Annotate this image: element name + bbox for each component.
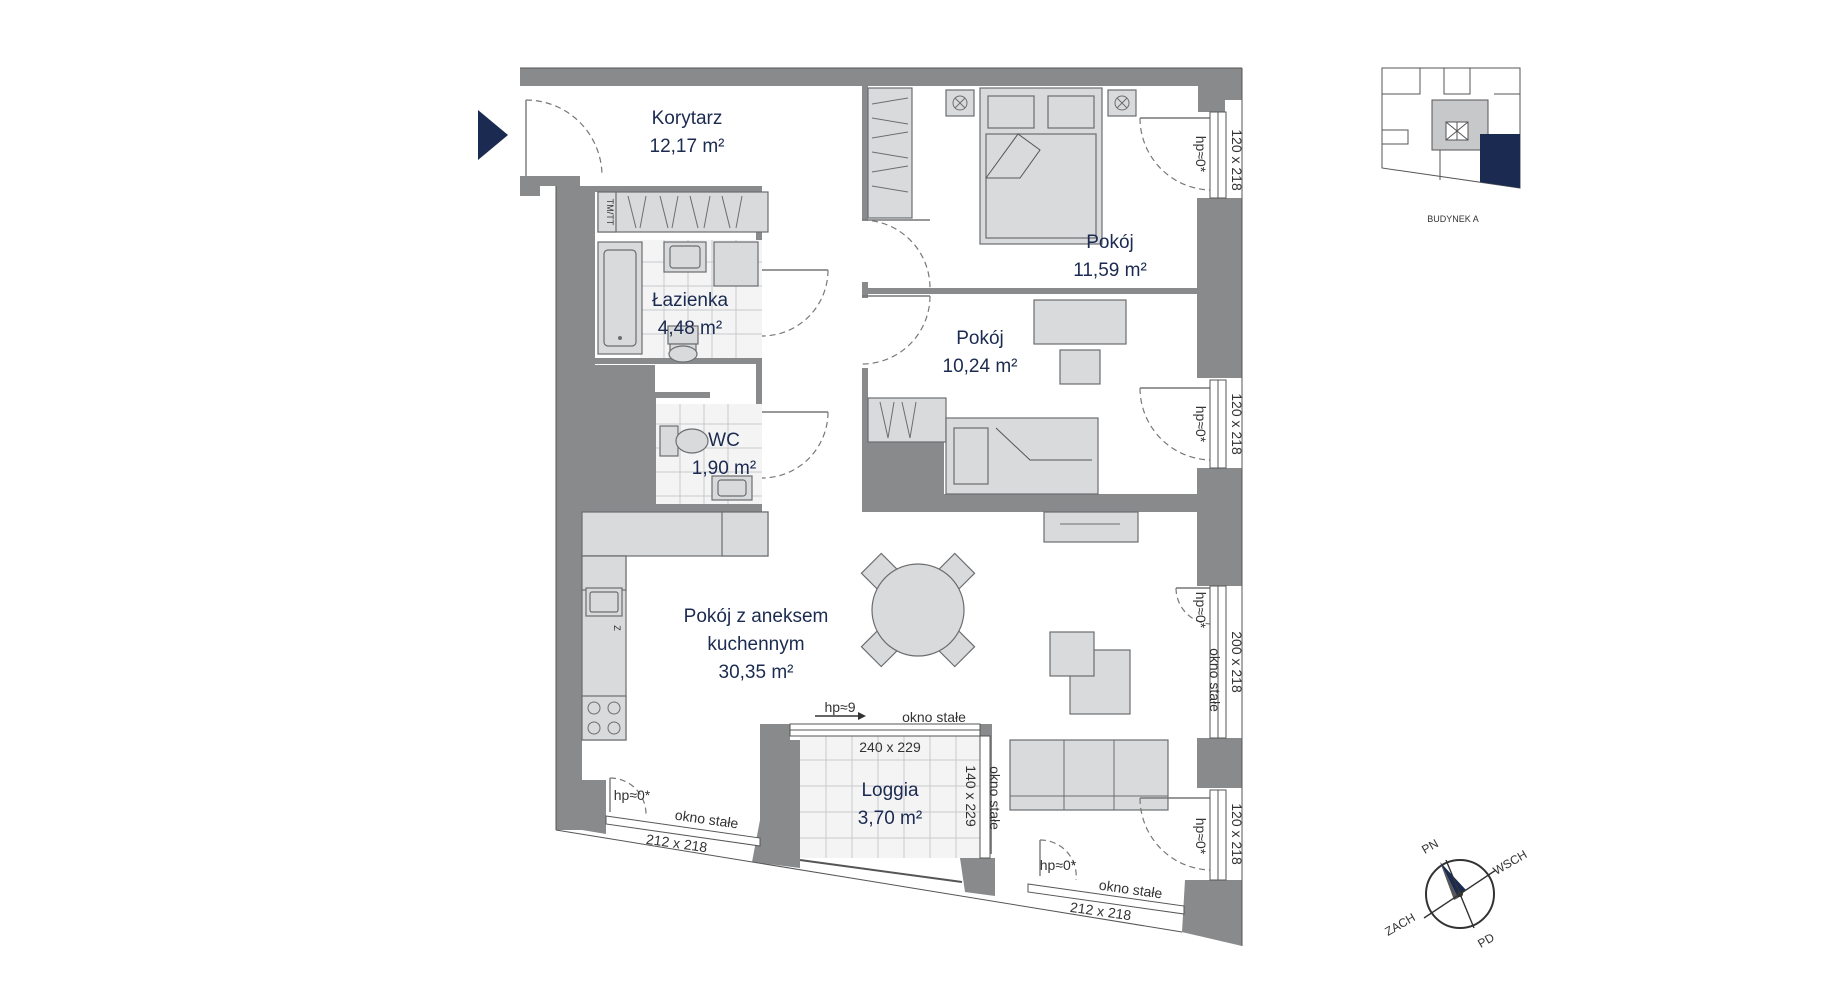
single-bed-icon xyxy=(945,417,1099,495)
lazienka-area: 4,48 m² xyxy=(658,318,722,339)
w3-type: okno stałe xyxy=(1207,648,1223,712)
compass-south: PD xyxy=(1475,930,1497,951)
window2-swing xyxy=(1139,379,1227,469)
wc-sink-icon xyxy=(711,475,753,501)
window4-swing xyxy=(1139,789,1227,881)
cooktop-icon xyxy=(581,695,627,741)
pokoj1-area: 11,59 m² xyxy=(1073,260,1147,281)
w1-hp: hp≈0* xyxy=(1193,136,1209,173)
keyplan-label: BUDYNEK A xyxy=(1427,214,1479,224)
w4-hp: hp≈0* xyxy=(1193,818,1209,855)
compass-east: WSCH xyxy=(1491,847,1530,877)
w5-hp: hp≈0* xyxy=(614,787,651,803)
key-plan xyxy=(1381,67,1521,189)
pokoj2-area: 10,24 m² xyxy=(943,356,1018,377)
entrance-arrow-icon xyxy=(478,110,508,160)
loggia-side-size: 140 x 229 xyxy=(963,765,979,827)
pokoj2-name: Pokój xyxy=(956,328,1004,349)
w2-size: 120 x 218 xyxy=(1229,393,1245,455)
bathroom-door xyxy=(761,269,829,337)
loggia-front-size: 240 x 229 xyxy=(859,739,921,755)
desk-icon xyxy=(1033,299,1127,345)
w4-size: 120 x 218 xyxy=(1229,803,1245,865)
w1-size: 120 x 218 xyxy=(1229,129,1245,191)
dining-table-icon xyxy=(860,552,976,668)
loggia-floor xyxy=(789,712,991,883)
w6-hp: hp≈0* xyxy=(1040,857,1077,873)
w3-size: 200 x 218 xyxy=(1229,631,1245,693)
fridge-label: Z xyxy=(612,625,622,631)
bathtub-icon xyxy=(597,241,643,355)
toilet-icon xyxy=(667,325,699,363)
wardrobe-bedroom2 xyxy=(867,397,947,443)
wc-toilet-icon xyxy=(659,425,709,457)
compass-north: PN xyxy=(1419,836,1440,856)
wall-outlines xyxy=(520,67,1243,946)
compass-west: ZACH xyxy=(1382,910,1417,938)
meter-label: TM/TT xyxy=(605,199,615,226)
desk-chair-icon xyxy=(1059,349,1101,385)
wc-name: WC xyxy=(708,430,740,451)
sink-icon xyxy=(663,241,707,273)
tv-cabinet-icon xyxy=(1043,511,1139,543)
nightstand-right-icon xyxy=(1107,89,1137,117)
nightstand-left-icon xyxy=(945,89,975,117)
window3-fixed xyxy=(1175,585,1227,739)
entrance-door xyxy=(525,99,603,177)
compass-icon xyxy=(1423,859,1497,929)
loggia-front-hp: hp≈9 xyxy=(824,699,855,715)
loggia-area: 3,70 m² xyxy=(858,808,922,829)
loggia-side-type: okno stałe xyxy=(987,766,1003,830)
loggia-front-type: okno stałe xyxy=(902,709,966,725)
double-bed-icon xyxy=(979,87,1103,245)
w3-hp: hp≈0* xyxy=(1193,592,1209,629)
kitchen-sink-icon xyxy=(585,587,623,617)
window5-fixed xyxy=(605,777,761,847)
wc-door xyxy=(761,411,829,479)
sofa-icon xyxy=(1009,739,1169,811)
salon-area: 30,35 m² xyxy=(719,662,794,683)
pokoj1-name: Pokój xyxy=(1086,232,1134,253)
salon-name-line1: Pokój z aneksem xyxy=(684,606,829,627)
korytarz-area: 12,17 m² xyxy=(650,136,725,157)
wardrobe-bedroom1 xyxy=(867,87,913,219)
loggia-name: Loggia xyxy=(861,780,918,801)
w2-hp: hp≈0* xyxy=(1193,406,1209,443)
bedroom2-door xyxy=(861,295,931,365)
lazienka-name: Łazienka xyxy=(652,290,728,311)
coffee-table-icon xyxy=(1049,631,1131,715)
korytarz-name: Korytarz xyxy=(652,108,723,129)
window1-swing xyxy=(1139,111,1227,199)
bedroom1-door xyxy=(861,219,931,289)
washing-machine-icon xyxy=(713,241,759,287)
wc-area: 1,90 m² xyxy=(692,458,756,479)
wardrobe-hall xyxy=(597,191,769,233)
salon-name-line2: kuchennym xyxy=(707,634,804,655)
window6-fixed xyxy=(1027,839,1185,915)
